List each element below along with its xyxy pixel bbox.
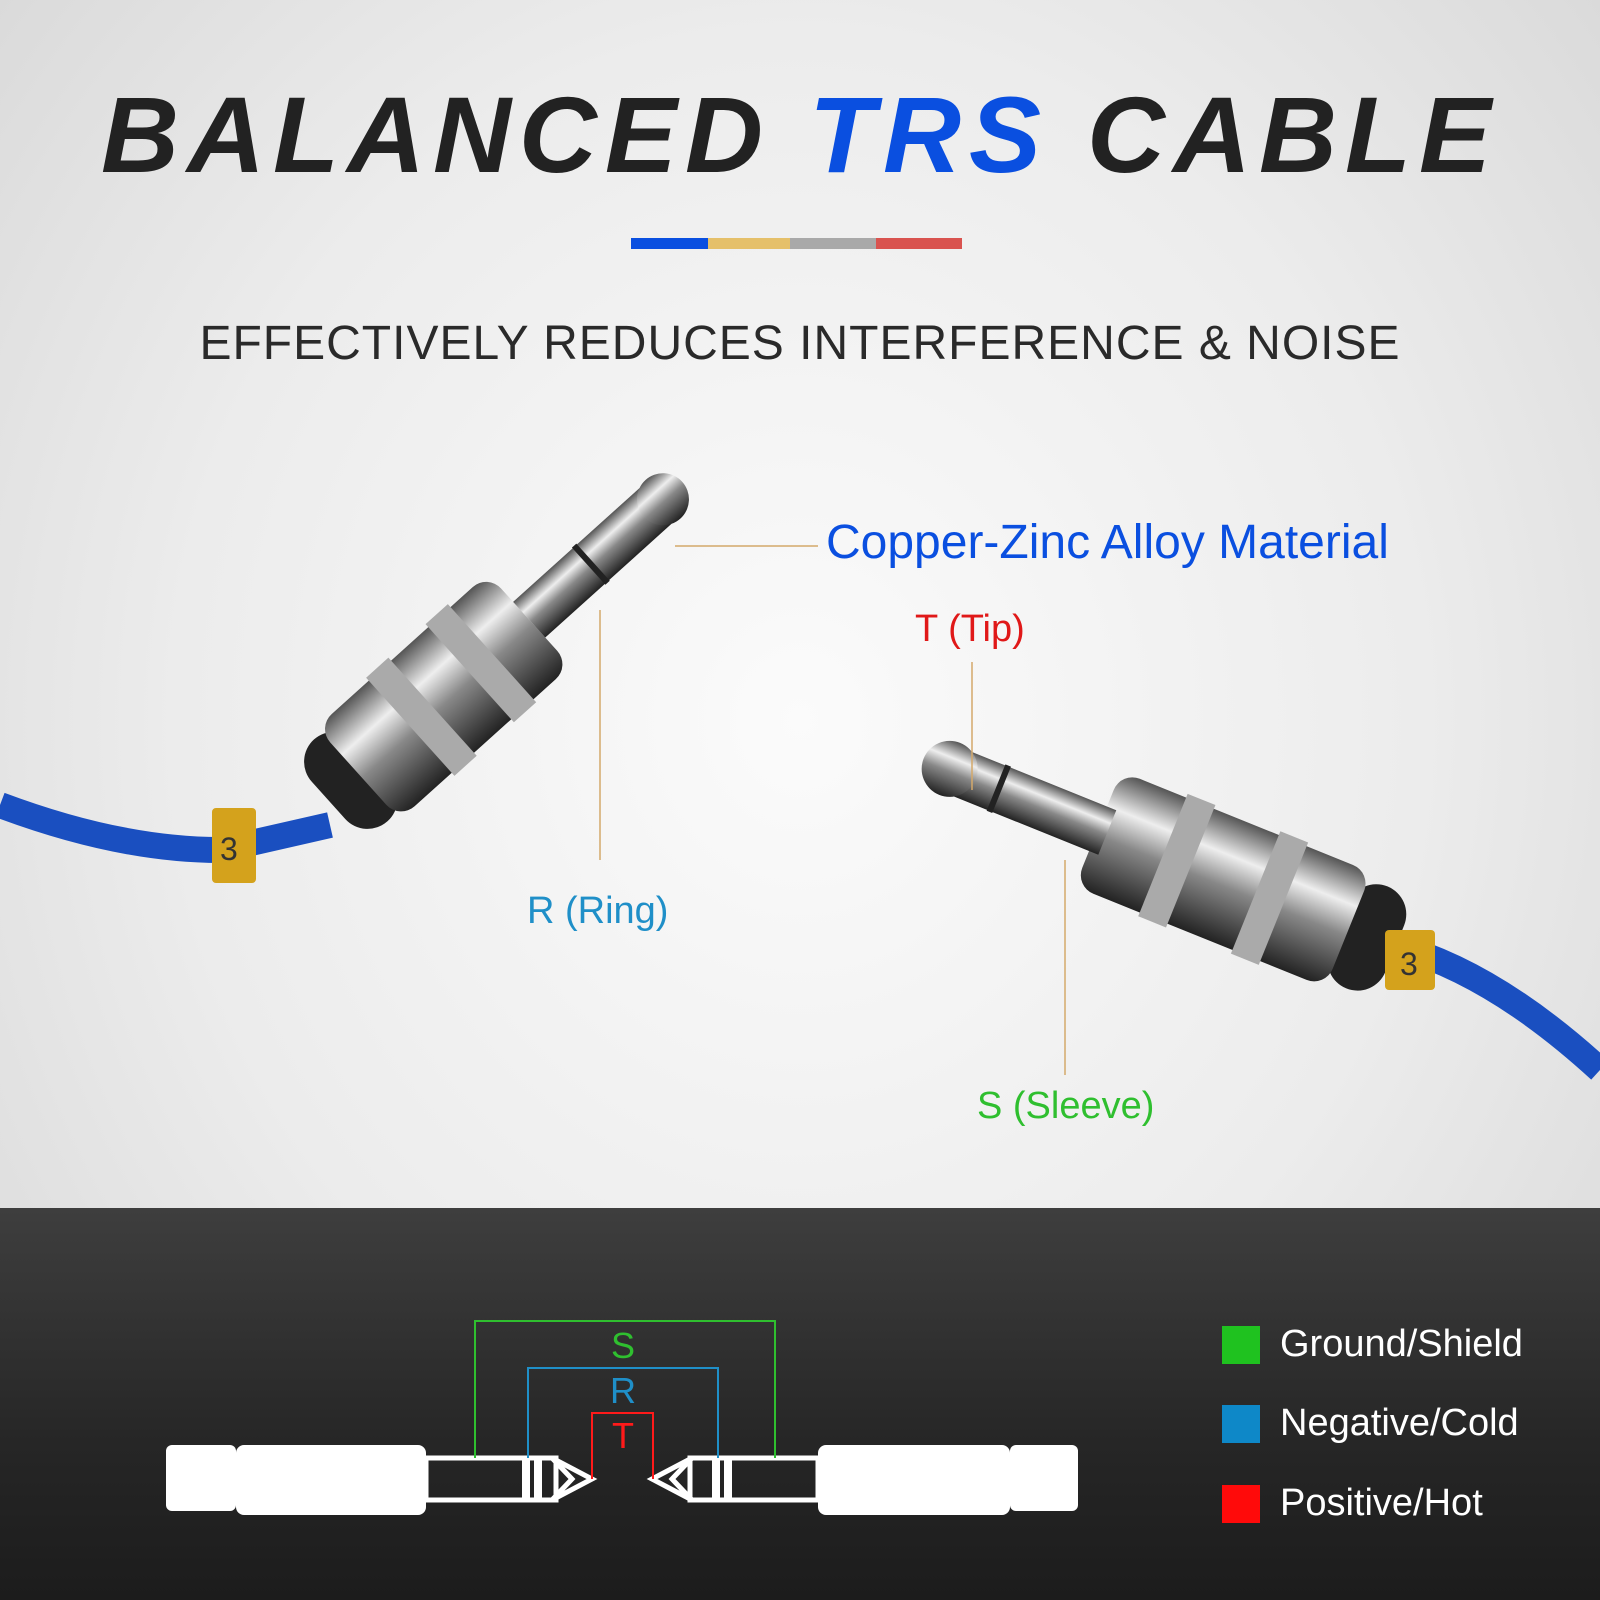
legend-ground: Ground/Shield <box>1222 1323 1523 1366</box>
page-title: BALANCED TRS CABLE <box>0 72 1600 197</box>
wiring-panel: S R T Ground/Shield Negative/Cold Positi… <box>0 1208 1600 1600</box>
cable-marker-label: 3 <box>1400 946 1418 982</box>
sleeve-wire <box>474 1320 776 1458</box>
tip-letter: T <box>612 1415 634 1456</box>
legend-label: Negative/Cold <box>1280 1402 1519 1444</box>
plugs-illustration: 3 3 <box>0 473 1600 1080</box>
trs-wiring-diagram: S R T <box>166 1320 1078 1515</box>
title-word: CABLE <box>1087 74 1499 195</box>
subtitle: EFFECTIVELY REDUCES INTERFERENCE & NOISE <box>199 317 1401 370</box>
left-plug <box>304 473 689 829</box>
color-bar-blue <box>631 238 708 249</box>
right-plug <box>921 740 1407 991</box>
cable-marker <box>1385 930 1435 990</box>
material-callout: Copper-Zinc Alloy Material <box>826 516 1389 569</box>
ground-swatch <box>1222 1325 1260 1364</box>
tip-wire <box>591 1412 654 1479</box>
color-bar-red <box>876 238 962 249</box>
legend-positive: Positive/Hot <box>1222 1482 1483 1525</box>
sleeve-callout: S (Sleeve) <box>977 1085 1155 1127</box>
ring-callout: R (Ring) <box>527 890 669 932</box>
negative-swatch <box>1222 1404 1260 1443</box>
positive-swatch <box>1222 1484 1260 1523</box>
legend-label: Ground/Shield <box>1280 1323 1523 1365</box>
cable-marker <box>212 808 256 883</box>
cable-marker-label: 3 <box>220 831 238 867</box>
left-cable <box>0 792 333 864</box>
legend-negative: Negative/Cold <box>1222 1402 1519 1445</box>
tip-callout: T (Tip) <box>915 608 1025 650</box>
ring-wire <box>527 1367 719 1458</box>
legend-label: Positive/Hot <box>1280 1482 1483 1524</box>
title-highlight: TRS <box>808 74 1049 195</box>
color-bar-yellow <box>708 238 790 249</box>
ring-letter: R <box>610 1370 636 1411</box>
sleeve-letter: S <box>611 1325 635 1366</box>
title-word: BALANCED <box>100 74 771 195</box>
color-bar-gray <box>790 238 876 249</box>
